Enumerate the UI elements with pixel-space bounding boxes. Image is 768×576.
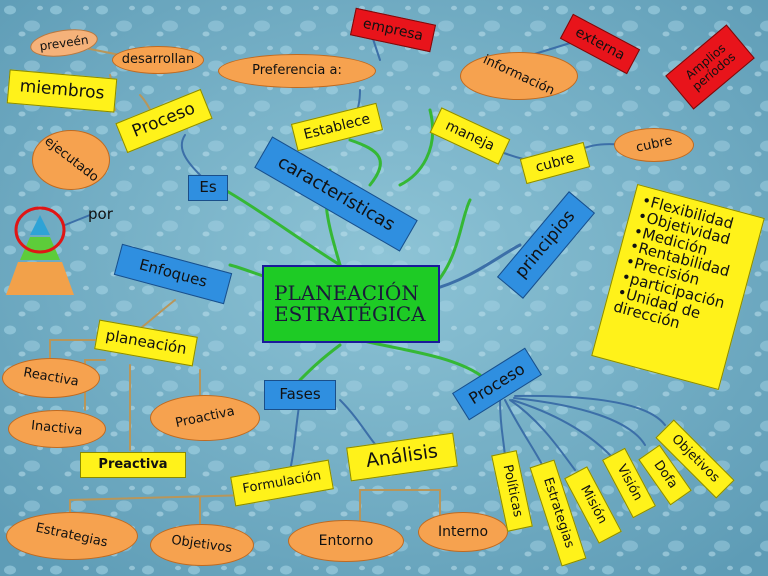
pyramid-icon <box>6 206 74 295</box>
central-title-line-1: PLANEACIÓN <box>274 281 419 305</box>
node-interno[interactable]: Interno <box>418 512 508 552</box>
node-cubre-oval[interactable]: cubre <box>614 128 694 162</box>
node-fases[interactable]: Fases <box>264 380 336 410</box>
node-desarrollan[interactable]: desarrollan <box>112 46 204 74</box>
central-title-line-2: ESTRATÉGICA <box>274 302 426 326</box>
node-preactiva[interactable]: Preactiva <box>80 452 186 478</box>
node-informacion[interactable]: información <box>460 52 578 100</box>
node-proactiva[interactable]: Proactiva <box>150 395 260 441</box>
label-por: por <box>88 205 113 224</box>
node-objetivos-oval[interactable]: Objetivos <box>150 524 254 566</box>
central-node-planeacion-estrategica[interactable]: PLANEACIÓN ESTRATÉGICA <box>262 265 440 343</box>
node-entorno[interactable]: Entorno <box>288 520 404 562</box>
node-ejecutado[interactable]: ejecutado <box>32 130 110 190</box>
node-preferencia[interactable]: Preferencia a: <box>218 54 376 88</box>
node-reactiva[interactable]: Reactiva <box>2 358 100 398</box>
node-estrategias-oval[interactable]: Estrategias <box>6 512 138 560</box>
node-inactiva[interactable]: Inactiva <box>8 410 106 448</box>
node-es[interactable]: Es <box>188 175 228 201</box>
